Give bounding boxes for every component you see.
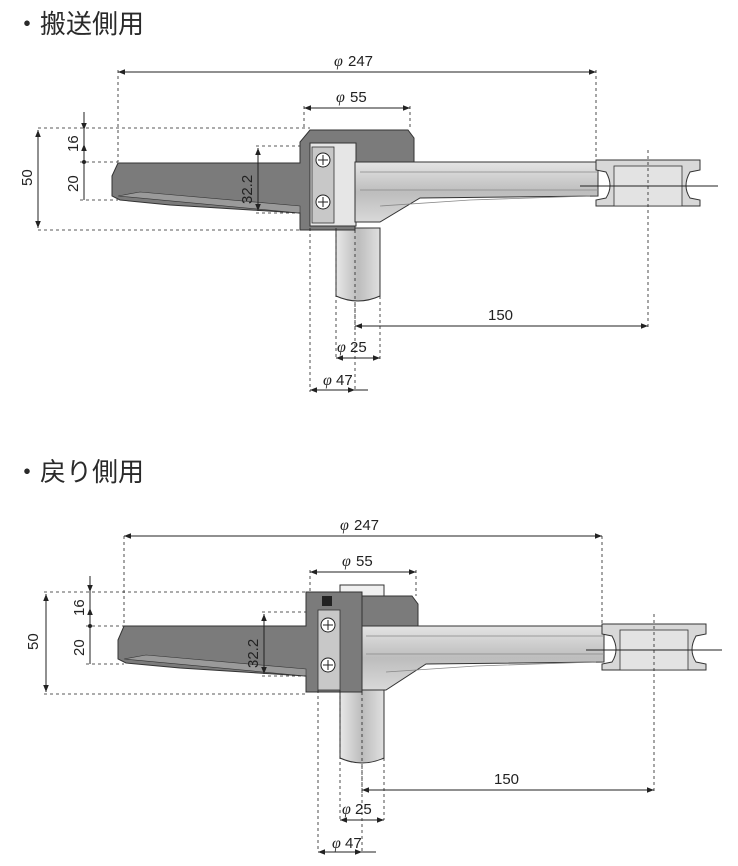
dim-phi247: 247 — [348, 53, 373, 70]
dim-50: 50 — [25, 633, 42, 650]
dim-20: 20 — [65, 175, 82, 192]
drawing-conveying: φ 247 φ 55 150 φ 25 φ 47 50 16 20 32.2 — [19, 53, 718, 393]
dim-50: 50 — [19, 169, 36, 186]
dim-symbol: φ — [342, 553, 351, 570]
dim-32-2: 32.2 — [239, 175, 256, 204]
dim-symbol: φ — [337, 339, 346, 356]
dim-16: 16 — [65, 135, 82, 152]
dim-phi47: 47 — [336, 372, 353, 389]
dim-symbol: φ — [334, 53, 343, 70]
dim-phi55: 55 — [356, 553, 373, 570]
dim-symbol: φ — [342, 801, 351, 818]
dim-150: 150 — [488, 307, 513, 324]
dim-32-2: 32.2 — [245, 639, 262, 668]
dim-16: 16 — [71, 599, 88, 616]
dim-phi25: 25 — [350, 339, 367, 356]
drawing-return: φ 247 φ 55 150 φ 25 φ 47 50 16 20 32.2 — [25, 517, 722, 855]
dim-150: 150 — [494, 771, 519, 788]
rail — [354, 161, 599, 223]
dim-phi25: 25 — [355, 801, 372, 818]
section-title-return: ・戻り側用 — [14, 458, 145, 488]
dim-phi47: 47 — [345, 835, 362, 852]
dim-symbol: φ — [323, 372, 332, 389]
dim-20: 20 — [71, 639, 88, 656]
dim-symbol: φ — [340, 517, 349, 534]
dim-symbol: φ — [332, 835, 341, 852]
section-title-conveying: ・搬送側用 — [14, 10, 145, 40]
dim-symbol: φ — [336, 89, 345, 106]
dim-phi247: 247 — [354, 517, 379, 534]
shaft — [335, 227, 381, 302]
dim-phi55: 55 — [350, 89, 367, 106]
